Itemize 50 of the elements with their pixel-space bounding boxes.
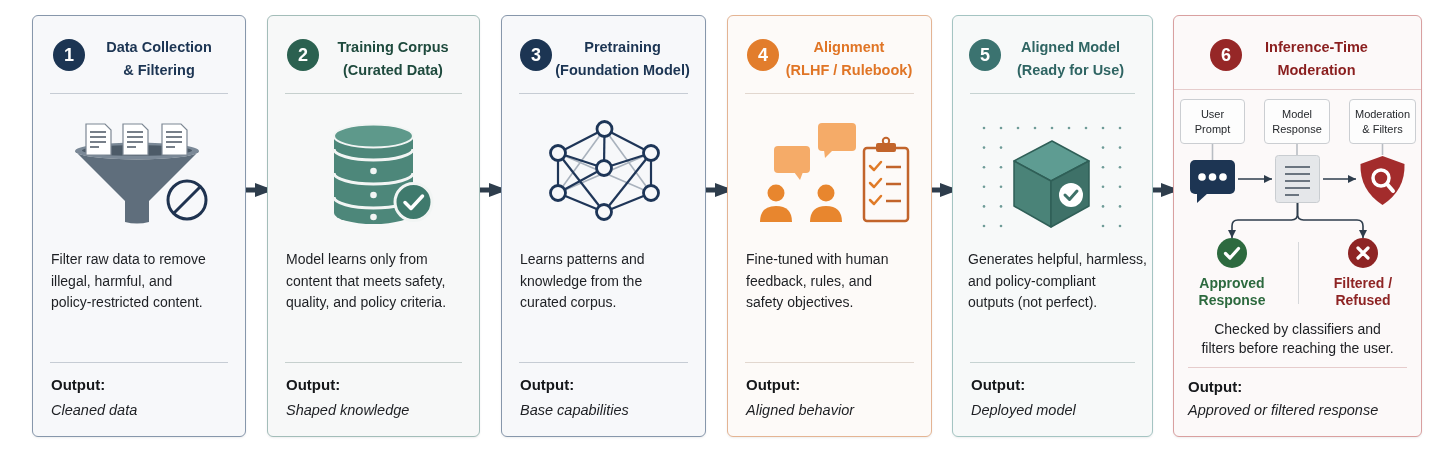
step-panel: [32, 15, 246, 437]
shield-search-icon: [1359, 155, 1406, 206]
output-value: Base capabilities: [520, 400, 629, 420]
stage-label: User Prompt: [1180, 99, 1245, 144]
panel-title: Aligned Model (Ready for Use): [1016, 38, 1125, 80]
step-panel: [952, 15, 1153, 437]
connector-line: [1296, 143, 1298, 156]
connector-line: [1381, 143, 1384, 156]
step-panel: [1173, 15, 1422, 437]
panel-title: Alignment (RLHF / Rulebook): [785, 38, 913, 80]
connector-line: [1211, 143, 1214, 161]
output-value: Shaped knowledge: [286, 400, 410, 420]
chat-bubble-icon: [1190, 160, 1235, 203]
output-value: Approved or filtered response: [1188, 401, 1379, 420]
branch-arrow: [1296, 202, 1367, 239]
output-label: Output:: [520, 375, 575, 395]
arrow: [1237, 175, 1273, 183]
step-number: 5: [969, 39, 1001, 71]
description-text: Checked by classifiers and filters before reaching the user.: [1201, 319, 1394, 358]
panel-title: Inference-Time Moderation: [1265, 38, 1368, 80]
stage-label: Moderation & Filters: [1349, 99, 1416, 144]
description-text: Generates helpful, harmless, and policy-compliant outputs (not perfect).: [968, 250, 1147, 312]
outcome-label: Approved Response: [1198, 275, 1266, 308]
outcome-label: Filtered / Refused: [1333, 275, 1393, 308]
description-text: Model learns only from content that meets safety, quality, and policy criteria.: [286, 250, 447, 312]
description-text: Learns patterns and knowledge from the curated corpus.: [520, 250, 645, 312]
output-label: Output:: [51, 375, 106, 395]
output-label: Output:: [1188, 377, 1243, 397]
stage-label: Model Response: [1264, 99, 1330, 144]
panel-title: Pretraining (Foundation Model): [555, 38, 690, 80]
output-label: Output:: [746, 375, 801, 395]
step-number: 4: [747, 39, 779, 71]
panel-title: Training Corpus (Curated Data): [337, 38, 449, 80]
description-text: Filter raw data to remove illegal, harmful, and policy-restricted content.: [51, 250, 206, 312]
step-number: 2: [287, 39, 319, 71]
output-value: Aligned behavior: [746, 400, 855, 420]
arrow: [1322, 175, 1357, 183]
output-label: Output:: [971, 375, 1026, 395]
output-value: Deployed model: [971, 400, 1076, 420]
step-panel: [727, 15, 932, 437]
description-text: Fine-tuned with human feedback, rules, and safety objectives.: [746, 250, 889, 312]
step-panel: [267, 15, 480, 437]
step-number: 6: [1210, 39, 1242, 71]
output-value: Cleaned data: [51, 400, 138, 420]
step-panel: [501, 15, 706, 437]
panel-title: Data Collection & Filtering: [106, 38, 212, 80]
step-number: 3: [520, 39, 552, 71]
output-label: Output:: [286, 375, 341, 395]
document-icon: [1275, 155, 1320, 203]
step-number: 1: [53, 39, 85, 71]
